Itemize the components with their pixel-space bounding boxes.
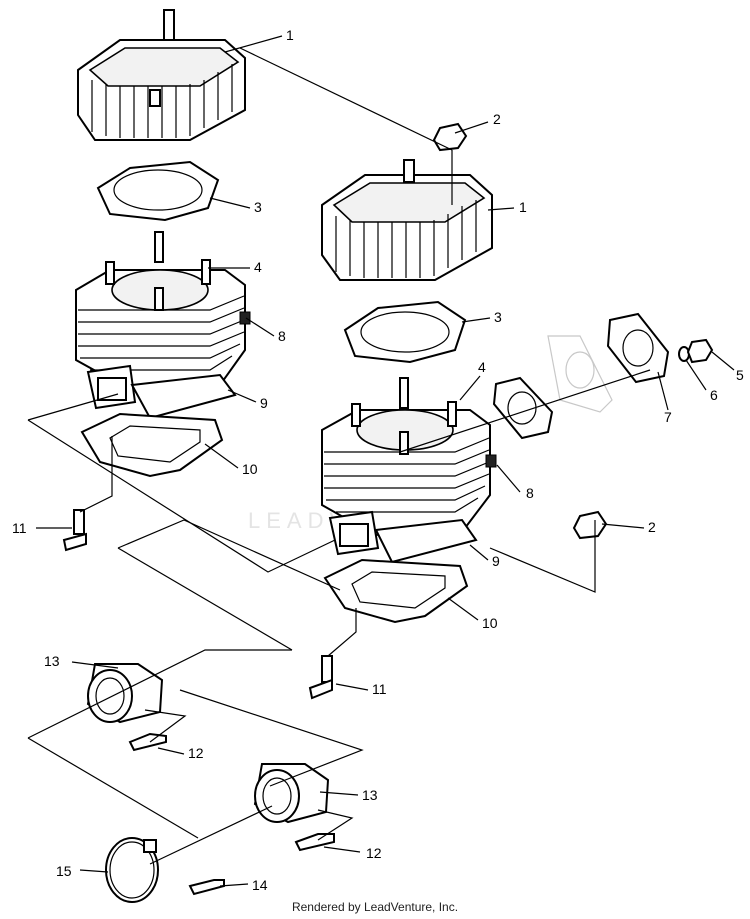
callout-7: 7 <box>664 409 672 425</box>
cap-nut-lower <box>572 510 608 540</box>
intake-boot-upper <box>86 663 164 724</box>
callout-5: 5 <box>736 367 744 383</box>
right-cylinder-head <box>321 159 493 281</box>
footer-credit: Rendered by LeadVenture, Inc. <box>291 900 459 914</box>
callout-9-right: 9 <box>492 553 500 569</box>
exhaust-gasket-ghost <box>547 335 613 413</box>
callout-3-left: 3 <box>254 199 262 215</box>
callout-12-lower: 12 <box>366 845 382 861</box>
callout-13-lower: 13 <box>362 787 378 803</box>
callout-14: 14 <box>252 877 268 893</box>
left-fitting <box>62 509 87 552</box>
callout-10-right: 10 <box>482 615 498 631</box>
callout-13-upper: 13 <box>44 653 60 669</box>
cap-nut-upper <box>432 122 468 152</box>
callout-6: 6 <box>710 387 718 403</box>
bolt-lower <box>294 833 335 852</box>
right-fitting <box>308 655 333 700</box>
callout-11-right: 11 <box>372 681 387 697</box>
callout-12-upper: 12 <box>188 745 204 761</box>
callout-8-left: 8 <box>278 328 286 344</box>
callout-8-right: 8 <box>526 485 534 501</box>
intake-boot-lower <box>253 763 330 824</box>
bolt-upper <box>128 732 167 752</box>
callout-15: 15 <box>56 863 72 879</box>
left-base-gasket <box>80 412 224 478</box>
callout-2-upper: 2 <box>493 111 501 127</box>
leader-lines <box>36 35 735 887</box>
clamp-screw <box>188 879 225 896</box>
left-head-gasket <box>96 160 220 222</box>
callout-labels: 1 2 3 4 8 9 10 11 1 2 3 4 8 9 10 11 5 6 … <box>12 27 744 893</box>
hose-clamp <box>105 837 159 903</box>
right-head-gasket <box>343 300 467 364</box>
callout-10-left: 10 <box>242 461 258 477</box>
callout-2-lower: 2 <box>648 519 656 535</box>
callout-4-right: 4 <box>478 359 486 375</box>
right-base-gasket <box>323 558 469 624</box>
left-cylinder <box>75 231 251 420</box>
left-cylinder-head <box>77 9 246 141</box>
callout-4-left: 4 <box>254 259 262 275</box>
exhaust-gasket-small <box>492 376 554 440</box>
callout-9-left: 9 <box>260 395 268 411</box>
exhaust-flange <box>606 312 670 384</box>
callout-11-left: 11 <box>12 520 27 536</box>
callout-3-right: 3 <box>494 309 502 325</box>
reference-lines <box>27 47 651 865</box>
callout-1-right: 1 <box>519 199 527 215</box>
washer <box>678 346 690 362</box>
nut-5 <box>686 338 714 364</box>
callout-1-left: 1 <box>286 27 294 43</box>
right-cylinder <box>321 377 497 564</box>
